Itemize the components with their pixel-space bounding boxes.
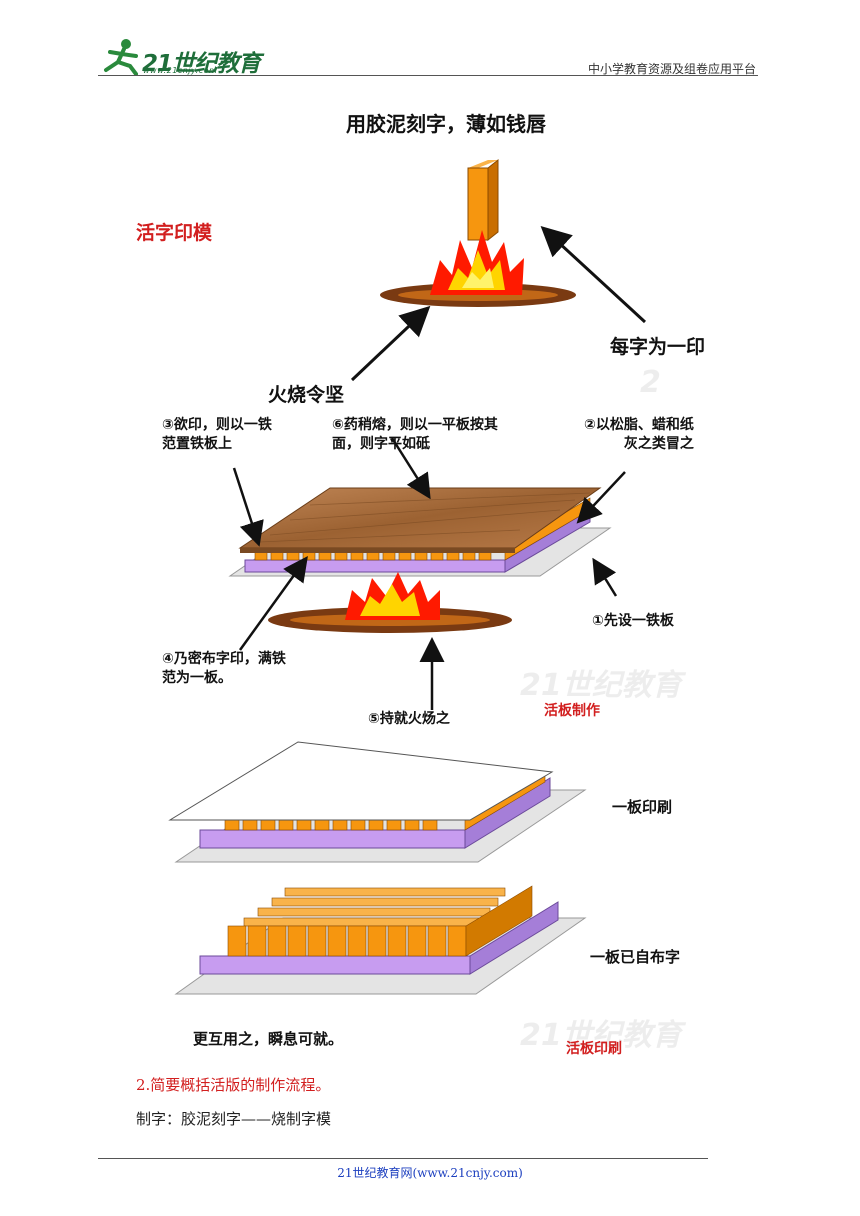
print-one-label: 一板印刷 (612, 798, 673, 816)
typeset-plate (174, 885, 587, 995)
type-block-top (467, 158, 499, 242)
step4-label: ④乃密布字印，满铁 范为一板。 (162, 651, 286, 686)
step2-label: ②以松脂、蜡和纸 灰之类冒之 (584, 417, 694, 452)
svg-text:21世纪教育: 21世纪教育 (520, 668, 687, 703)
question-text: 2.简要概括活版的制作流程。 (136, 1076, 331, 1094)
alternate-label: 更互用之，瞬息可就。 (193, 1030, 344, 1048)
step6-label: ⑥药稍熔，则以一平板按其 面，则字平如砥 (332, 417, 498, 452)
logo-text: 21世纪教育 (142, 51, 261, 77)
logo-url: www.21cnjy.com (143, 66, 218, 75)
header-divider (98, 75, 758, 76)
plate-making-label: 活板制作 (544, 703, 600, 719)
diagram-title: 用胶泥刻字，薄如钱唇 (346, 112, 546, 136)
runner-logo-icon (104, 39, 138, 76)
step5-label: ⑤持就火炀之 (368, 711, 450, 727)
svg-text:2: 2 (640, 365, 661, 400)
step3-label: ③欲印，则以一铁 范置铁板上 (162, 417, 272, 452)
fire-harden-label: 火烧令坚 (268, 384, 345, 406)
watermark-logos: 2 21世纪教育 21世纪教育 (520, 365, 687, 1053)
step1-label: ①先设一铁板 (592, 613, 674, 629)
printing-plate (168, 741, 587, 863)
fire-top (380, 230, 576, 307)
diagram-art: 2 21世纪教育 21世纪教育 (168, 158, 687, 1053)
each-char-label: 每字为一印 (610, 336, 706, 358)
movable-type-label: 活字印模 (136, 222, 213, 244)
fire-middle (268, 572, 512, 633)
footer-link[interactable]: 21世纪教育网(www.21cnjy.com) (337, 1166, 523, 1180)
answer-text: 制字：胶泥刻字——烧制字模 (136, 1110, 332, 1128)
plate-printing-label: 活板印刷 (566, 1041, 622, 1057)
footer-divider (98, 1158, 708, 1159)
iron-plate-assembly (228, 487, 612, 577)
typeset-label: 一板已自布字 (590, 948, 681, 966)
svg-text:21世纪教育: 21世纪教育 (520, 1018, 687, 1053)
platform-name: 中小学教育资源及组卷应用平台 (587, 62, 756, 76)
